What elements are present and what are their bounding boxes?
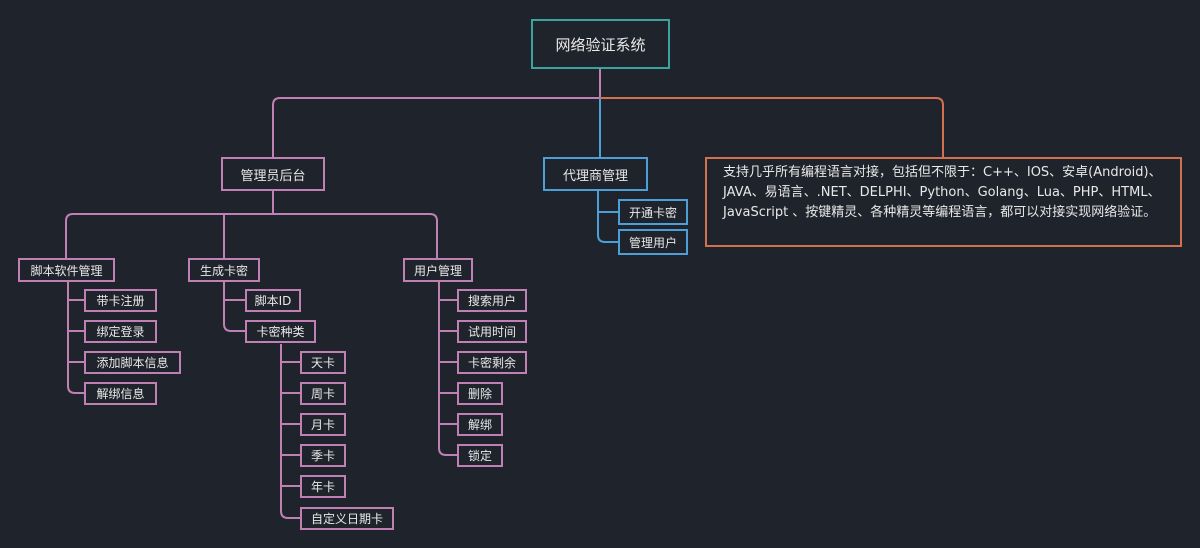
- script-item-add-script-info[interactable]: 添加脚本信息: [84, 351, 181, 374]
- admin-backend-node[interactable]: 管理员后台: [221, 157, 325, 191]
- card-type-week[interactable]: 周卡: [300, 382, 346, 405]
- card-type-year[interactable]: 年卡: [300, 475, 346, 498]
- script-item-register-with-card[interactable]: 带卡注册: [84, 289, 157, 312]
- user-item-unbind[interactable]: 解绑: [457, 413, 503, 436]
- generate-card-node[interactable]: 生成卡密: [188, 258, 260, 282]
- agent-item-manage-users[interactable]: 管理用户: [618, 229, 688, 255]
- agent-management-node[interactable]: 代理商管理: [543, 157, 648, 191]
- script-item-bind-login[interactable]: 绑定登录: [84, 320, 157, 343]
- card-types-node[interactable]: 卡密种类: [245, 320, 316, 343]
- script-item-unbind-info[interactable]: 解绑信息: [84, 382, 157, 405]
- language-support-note: 支持几乎所有编程语言对接，包括但不限于：C++、IOS、安卓(Android)、…: [705, 157, 1182, 247]
- user-management-node[interactable]: 用户管理: [403, 258, 473, 282]
- script-software-management-node[interactable]: 脚本软件管理: [18, 258, 115, 282]
- card-type-custom-date[interactable]: 自定义日期卡: [300, 507, 394, 530]
- user-item-delete[interactable]: 删除: [457, 382, 503, 405]
- agent-item-open-card[interactable]: 开通卡密: [618, 199, 688, 225]
- user-item-trial-time[interactable]: 试用时间: [457, 320, 527, 343]
- user-item-search-user[interactable]: 搜索用户: [457, 289, 527, 312]
- user-item-lock[interactable]: 锁定: [457, 444, 503, 467]
- card-type-day[interactable]: 天卡: [300, 351, 346, 374]
- user-item-card-remaining[interactable]: 卡密剩余: [457, 351, 527, 374]
- card-item-script-id[interactable]: 脚本ID: [245, 289, 301, 312]
- card-type-month[interactable]: 月卡: [300, 413, 346, 436]
- card-type-season[interactable]: 季卡: [300, 444, 346, 467]
- root-node[interactable]: 网络验证系统: [531, 19, 670, 69]
